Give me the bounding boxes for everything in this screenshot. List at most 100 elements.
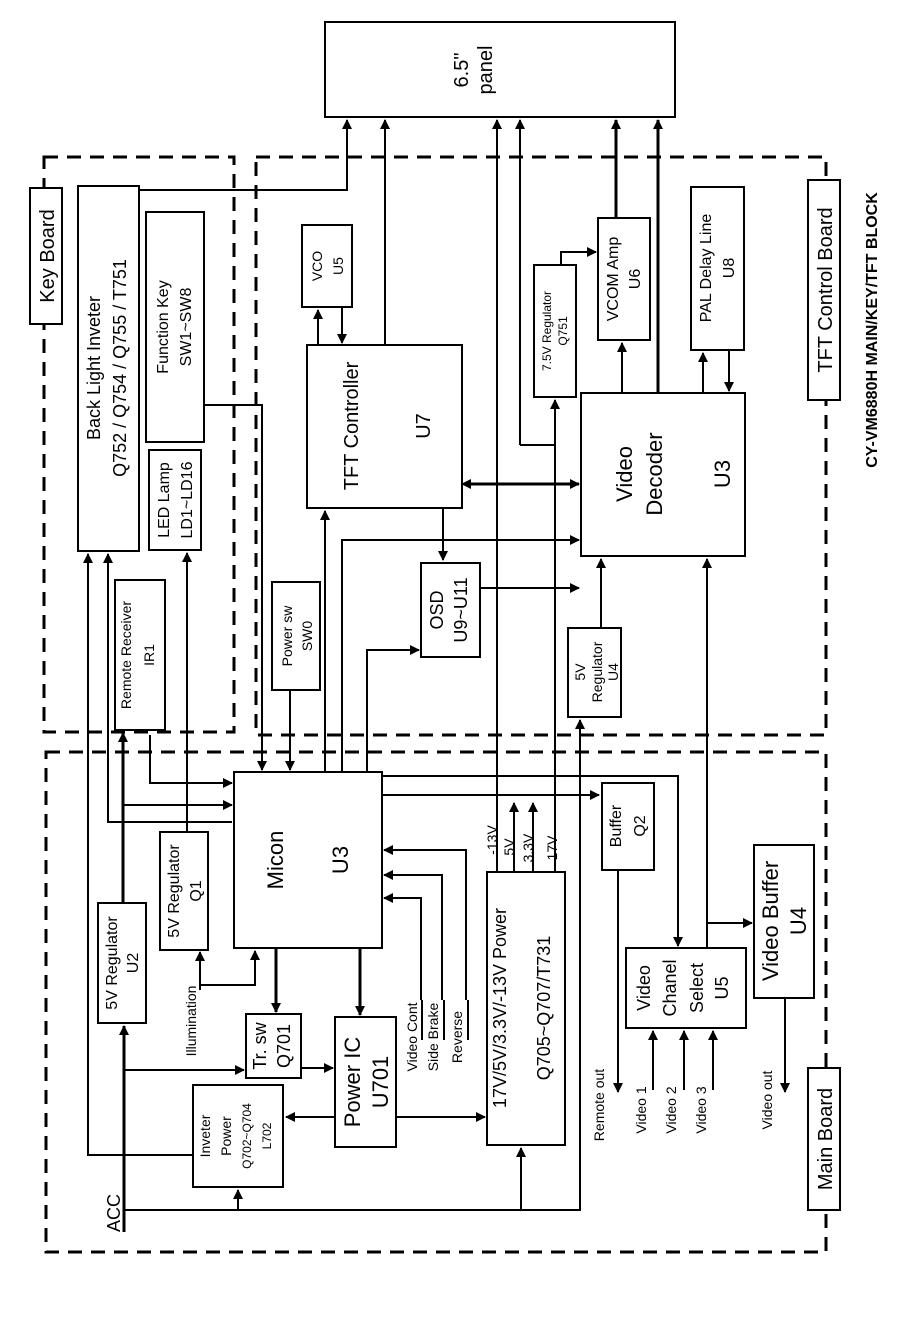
label-video-1: Video 1 <box>633 1086 649 1133</box>
svg-text:U4: U4 <box>786 907 811 935</box>
svg-text:Q702~Q704: Q702~Q704 <box>240 1103 254 1169</box>
svg-text:Select: Select <box>687 963 707 1013</box>
svg-text:SW0: SW0 <box>299 621 315 652</box>
micon-block: Micon U3 <box>233 771 383 949</box>
svg-text:Chanel: Chanel <box>660 959 680 1016</box>
svg-text:7.5V Regulator: 7.5V Regulator <box>540 291 554 371</box>
power-ic-block: Power IC U701 <box>334 1016 397 1148</box>
svg-text:U7: U7 <box>413 413 435 439</box>
video-channel-select-block: Video Chanel Select U5 <box>625 947 747 1029</box>
label-17v: 17V <box>544 835 560 861</box>
svg-text:5V Regulator: 5V Regulator <box>104 916 121 1010</box>
svg-text:Power: Power <box>218 1116 234 1156</box>
svg-text:Power sw: Power sw <box>279 605 295 667</box>
svg-text:OSD: OSD <box>427 590 447 629</box>
svg-text:Buffer: Buffer <box>608 804 625 847</box>
regulator-5v-u2-block: 5V Regulator U2 <box>97 902 147 1024</box>
power-supply-block: 17V/5V/3.3V/-13V Power Q705~Q707/T731 <box>486 871 566 1146</box>
svg-text:U2: U2 <box>125 953 142 974</box>
svg-text:5V: 5V <box>572 663 588 681</box>
vco-block: VCO U5 <box>301 224 353 308</box>
svg-text:Q701: Q701 <box>274 1024 294 1068</box>
svg-text:Micon: Micon <box>263 831 288 890</box>
key-board-label: Key Board <box>29 187 63 325</box>
svg-text:VCOM Amp: VCOM Amp <box>605 237 622 322</box>
connections <box>83 119 790 1232</box>
svg-text:LED Lamp: LED Lamp <box>156 462 173 538</box>
svg-text:U6: U6 <box>627 269 644 290</box>
svg-text:TFT Controller: TFT Controller <box>341 361 363 490</box>
svg-text:U701: U701 <box>368 1056 393 1109</box>
svg-text:Video Buffer: Video Buffer <box>758 861 783 981</box>
diagram-title: CY-VM6880H MAIN/KEY/TFT BLOCK <box>864 192 881 468</box>
function-key-block: Function Key SW1~SW8 <box>145 211 205 443</box>
svg-text:IR1: IR1 <box>141 644 157 666</box>
svg-text:Back Light Inveter: Back Light Inveter <box>84 296 104 440</box>
led-lamp-block: LED Lamp LD1~LD16 <box>148 449 202 551</box>
tft-controller-block: TFT Controller U7 <box>306 344 463 509</box>
svg-text:Q2: Q2 <box>632 815 649 836</box>
main-board-label: Main Board <box>807 1067 841 1211</box>
power-sw-block: Power sw SW0 <box>271 581 321 691</box>
svg-text:Decoder: Decoder <box>642 432 667 515</box>
remote-receiver-block: Remote Receiver IR1 <box>114 579 166 731</box>
tft-control-board-region <box>254 155 828 737</box>
back-light-inverter-block: Back Light Inveter Q752 / Q754 / Q755 / … <box>77 185 140 552</box>
video-decoder-block: Video Decoder U3 <box>580 392 746 557</box>
svg-text:Q1: Q1 <box>188 880 205 901</box>
svg-text:Main Board: Main Board <box>815 1088 837 1190</box>
label-video-cont: Video Cont <box>404 1002 420 1071</box>
svg-text:SW1~SW8: SW1~SW8 <box>178 288 195 367</box>
panel-block: 6.5" panel <box>324 21 676 118</box>
label-video-out: Video out <box>759 1070 775 1129</box>
inverter-power-block: Inveter Power Q702~Q704 L702 <box>192 1084 284 1188</box>
svg-text:Tr. sw: Tr. sw <box>250 1021 270 1069</box>
svg-text:VCO: VCO <box>309 251 325 281</box>
label-remote-out: Remote out <box>591 1069 607 1141</box>
svg-text:U8: U8 <box>721 258 738 279</box>
pal-delay-line-block: PAL Delay Line U8 <box>690 186 745 351</box>
svg-text:U3: U3 <box>328 846 353 874</box>
svg-text:panel: panel <box>475 46 497 95</box>
svg-text:Power IC: Power IC <box>340 1037 365 1128</box>
regulator-5v-q1-block: 5V Regulator Q1 <box>159 831 209 951</box>
svg-text:Remote Receiver: Remote Receiver <box>118 601 134 709</box>
label-reverse: Reverse <box>449 1011 465 1063</box>
label-side-brake: Side Brake <box>425 1003 441 1072</box>
svg-text:Function Key: Function Key <box>155 280 172 373</box>
svg-text:Q751: Q751 <box>556 316 570 346</box>
main-board-region <box>44 750 828 1254</box>
buffer-q2-block: Buffer Q2 <box>601 782 655 871</box>
regulator-7-5v-block: 7.5V Regulator Q751 <box>533 264 577 398</box>
svg-text:5V Regulator: 5V Regulator <box>166 844 183 938</box>
vcom-amp-block: VCOM Amp U6 <box>597 217 651 341</box>
osd-block: OSD U9~U11 <box>420 562 481 658</box>
svg-text:Video: Video <box>612 446 637 502</box>
svg-text:U9~U11: U9~U11 <box>451 577 471 642</box>
svg-text:U4: U4 <box>605 663 621 681</box>
video-buffer-block: Video Buffer U4 <box>753 844 815 999</box>
svg-text:Key Board: Key Board <box>37 209 59 302</box>
svg-text:U5: U5 <box>712 976 732 999</box>
svg-text:U3: U3 <box>710 460 735 488</box>
label-video-2: Video 2 <box>663 1086 679 1133</box>
svg-text:Q705~Q707/T731: Q705~Q707/T731 <box>534 936 554 1081</box>
svg-text:Regulator: Regulator <box>589 641 605 702</box>
key-board-region <box>42 155 236 734</box>
svg-text:Q752 / Q754 / Q755 / T751: Q752 / Q754 / Q755 / T751 <box>110 259 130 477</box>
regulator-5v-u4-block: 5V Regulator U4 <box>567 627 622 718</box>
svg-text:LD1~LD16: LD1~LD16 <box>179 461 196 538</box>
label-illumination: Illumination <box>183 986 199 1057</box>
transistor-switch-block: Tr. sw Q701 <box>245 1013 302 1079</box>
svg-text:TFT Control Board: TFT Control Board <box>815 207 837 372</box>
svg-text:6.5": 6.5" <box>451 53 473 88</box>
svg-text:L702: L702 <box>260 1122 274 1149</box>
svg-text:Inveter: Inveter <box>197 1114 213 1157</box>
svg-text:PAL Delay Line: PAL Delay Line <box>698 214 715 323</box>
svg-text:17V/5V/3.3V/-13V Power: 17V/5V/3.3V/-13V Power <box>490 908 510 1108</box>
label-video-3: Video 3 <box>693 1086 709 1133</box>
svg-text:Video: Video <box>634 965 654 1011</box>
tft-control-board-label: TFT Control Board <box>807 179 841 401</box>
svg-text:U5: U5 <box>330 257 346 275</box>
